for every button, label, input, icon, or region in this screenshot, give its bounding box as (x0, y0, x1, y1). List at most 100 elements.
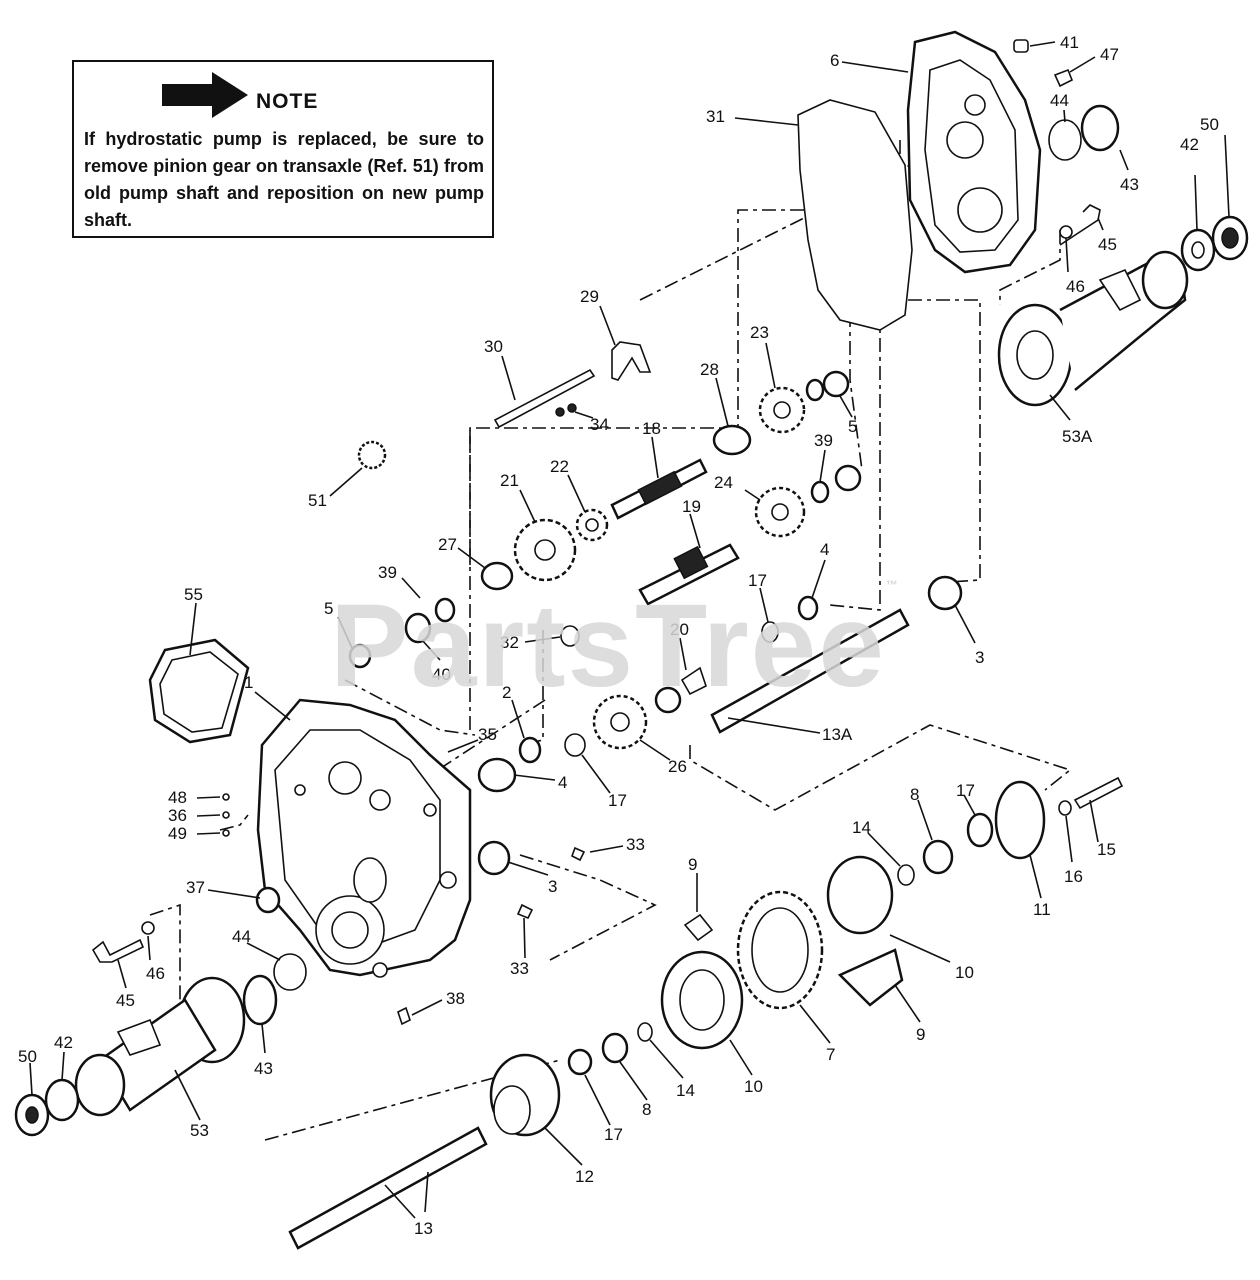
nut-16 (1058, 800, 1072, 816)
callout-19: 19 (682, 497, 701, 516)
key-20 (680, 666, 707, 696)
bearing-42-upper-bore (1191, 241, 1205, 259)
fastener-36 (222, 811, 230, 819)
spring-33-lower (516, 903, 534, 920)
callout-44: 44 (1050, 91, 1069, 110)
gear-22 (575, 508, 609, 542)
callout-38: 38 (446, 989, 465, 1008)
shaft-19-gear (673, 545, 709, 580)
callout-33-upper: 33 (626, 835, 645, 854)
callout-43: 43 (1120, 175, 1139, 194)
note-box: NOTE If hydrostatic pump is replaced, be… (72, 60, 494, 238)
callout-23: 23 (750, 323, 769, 342)
callout-36: 36 (168, 806, 187, 825)
carrier-11 (994, 780, 1046, 860)
callout-5-left: 5 (324, 599, 333, 618)
bearing-3-upper (927, 575, 963, 611)
bearing-5-left (348, 643, 372, 669)
fitting-47 (1053, 68, 1074, 88)
watermark-text: PartsTree (330, 580, 886, 712)
callout-7: 7 (826, 1045, 835, 1064)
callout-42: 42 (1180, 135, 1199, 154)
callout-50: 50 (1200, 115, 1219, 134)
callout-27: 27 (438, 535, 457, 554)
pin-9-upper (683, 913, 714, 942)
callout-29: 29 (580, 287, 599, 306)
callout-50-lower: 50 (18, 1047, 37, 1066)
callout-3-upper: 3 (975, 648, 984, 667)
pin-9-lower (837, 948, 904, 1007)
bearing-43-upper (1080, 104, 1120, 152)
callout-5-upper: 5 (848, 417, 857, 436)
bearing-3-lower (477, 840, 511, 876)
callout-2: 2 (502, 683, 511, 702)
callout-13: 13 (414, 1219, 433, 1238)
callout-40: 40 (432, 665, 451, 684)
gear-24 (754, 486, 806, 538)
callout-45: 45 (1098, 235, 1117, 254)
right-arrow-icon (162, 72, 248, 118)
callout-10-lower: 10 (744, 1077, 763, 1096)
ring-gear-7 (736, 890, 824, 1010)
callout-21: 21 (500, 471, 519, 490)
callout-6: 6 (830, 51, 839, 70)
callout-17-upper: 17 (748, 571, 767, 590)
carrier-10-upper (826, 855, 894, 935)
callout-16: 16 (1064, 867, 1083, 886)
callout-46: 46 (1066, 277, 1085, 296)
callout-9-lower: 9 (916, 1025, 925, 1044)
washer-14-lower (637, 1022, 653, 1042)
callout-1: 1 (244, 673, 253, 692)
callout-4-mid: 4 (558, 773, 567, 792)
washer-32 (560, 625, 580, 647)
axle-housing-53a (997, 250, 1189, 407)
carrier-12-hub (493, 1085, 531, 1135)
callout-labels: 41 47 6 44 31 43 42 50 45 46 53A 29 30 2… (18, 33, 1219, 1238)
callout-51: 51 (308, 491, 327, 510)
note-title: NOTE (256, 90, 319, 113)
callout-43-lower: 43 (254, 1059, 273, 1078)
callout-24: 24 (714, 473, 733, 492)
callout-32: 32 (500, 633, 519, 652)
callout-28: 28 (700, 360, 719, 379)
washer-39-left (434, 597, 456, 623)
pinion-gear-51 (357, 440, 387, 470)
seal-50-lower-bore (25, 1106, 39, 1124)
callout-14-lower: 14 (676, 1081, 695, 1100)
carrier-10-lower-inner (679, 969, 725, 1031)
callout-45-lower: 45 (116, 991, 135, 1010)
callout-13a: 13A (822, 725, 853, 744)
callout-8-upper: 8 (910, 785, 919, 804)
callout-49: 49 (168, 824, 187, 843)
washer-17-right (761, 621, 779, 643)
callout-35: 35 (478, 725, 497, 744)
callout-30: 30 (484, 337, 503, 356)
o-ring-44-upper (1048, 119, 1082, 161)
callout-10-upper: 10 (955, 963, 974, 982)
washer-39-upper (805, 378, 825, 402)
fastener-48 (222, 793, 230, 801)
callout-17-lower: 17 (604, 1125, 623, 1144)
callout-14-upper: 14 (852, 818, 871, 837)
callout-44-lower: 44 (232, 927, 251, 946)
gasket-31 (797, 99, 913, 331)
callout-12: 12 (575, 1167, 594, 1186)
callout-37: 37 (186, 878, 205, 897)
gear-23 (758, 386, 806, 434)
callout-4-upper: 4 (820, 540, 829, 559)
callout-31: 31 (706, 107, 725, 126)
washer-17-lower (567, 1048, 593, 1076)
trademark-symbol: ™ (885, 578, 900, 592)
bushing-4 (477, 757, 517, 793)
note-text: If hydrostatic pump is replaced, be sure… (84, 129, 484, 230)
ball-34a (555, 407, 565, 417)
plug-41 (1013, 39, 1029, 53)
seal-37 (255, 886, 281, 914)
spring-33-upper (570, 846, 586, 862)
fastener-49 (222, 829, 230, 837)
callout-55: 55 (184, 585, 203, 604)
transaxle-housing (256, 698, 472, 978)
gear-26 (592, 694, 648, 750)
bearing-43-lower (242, 974, 278, 1026)
